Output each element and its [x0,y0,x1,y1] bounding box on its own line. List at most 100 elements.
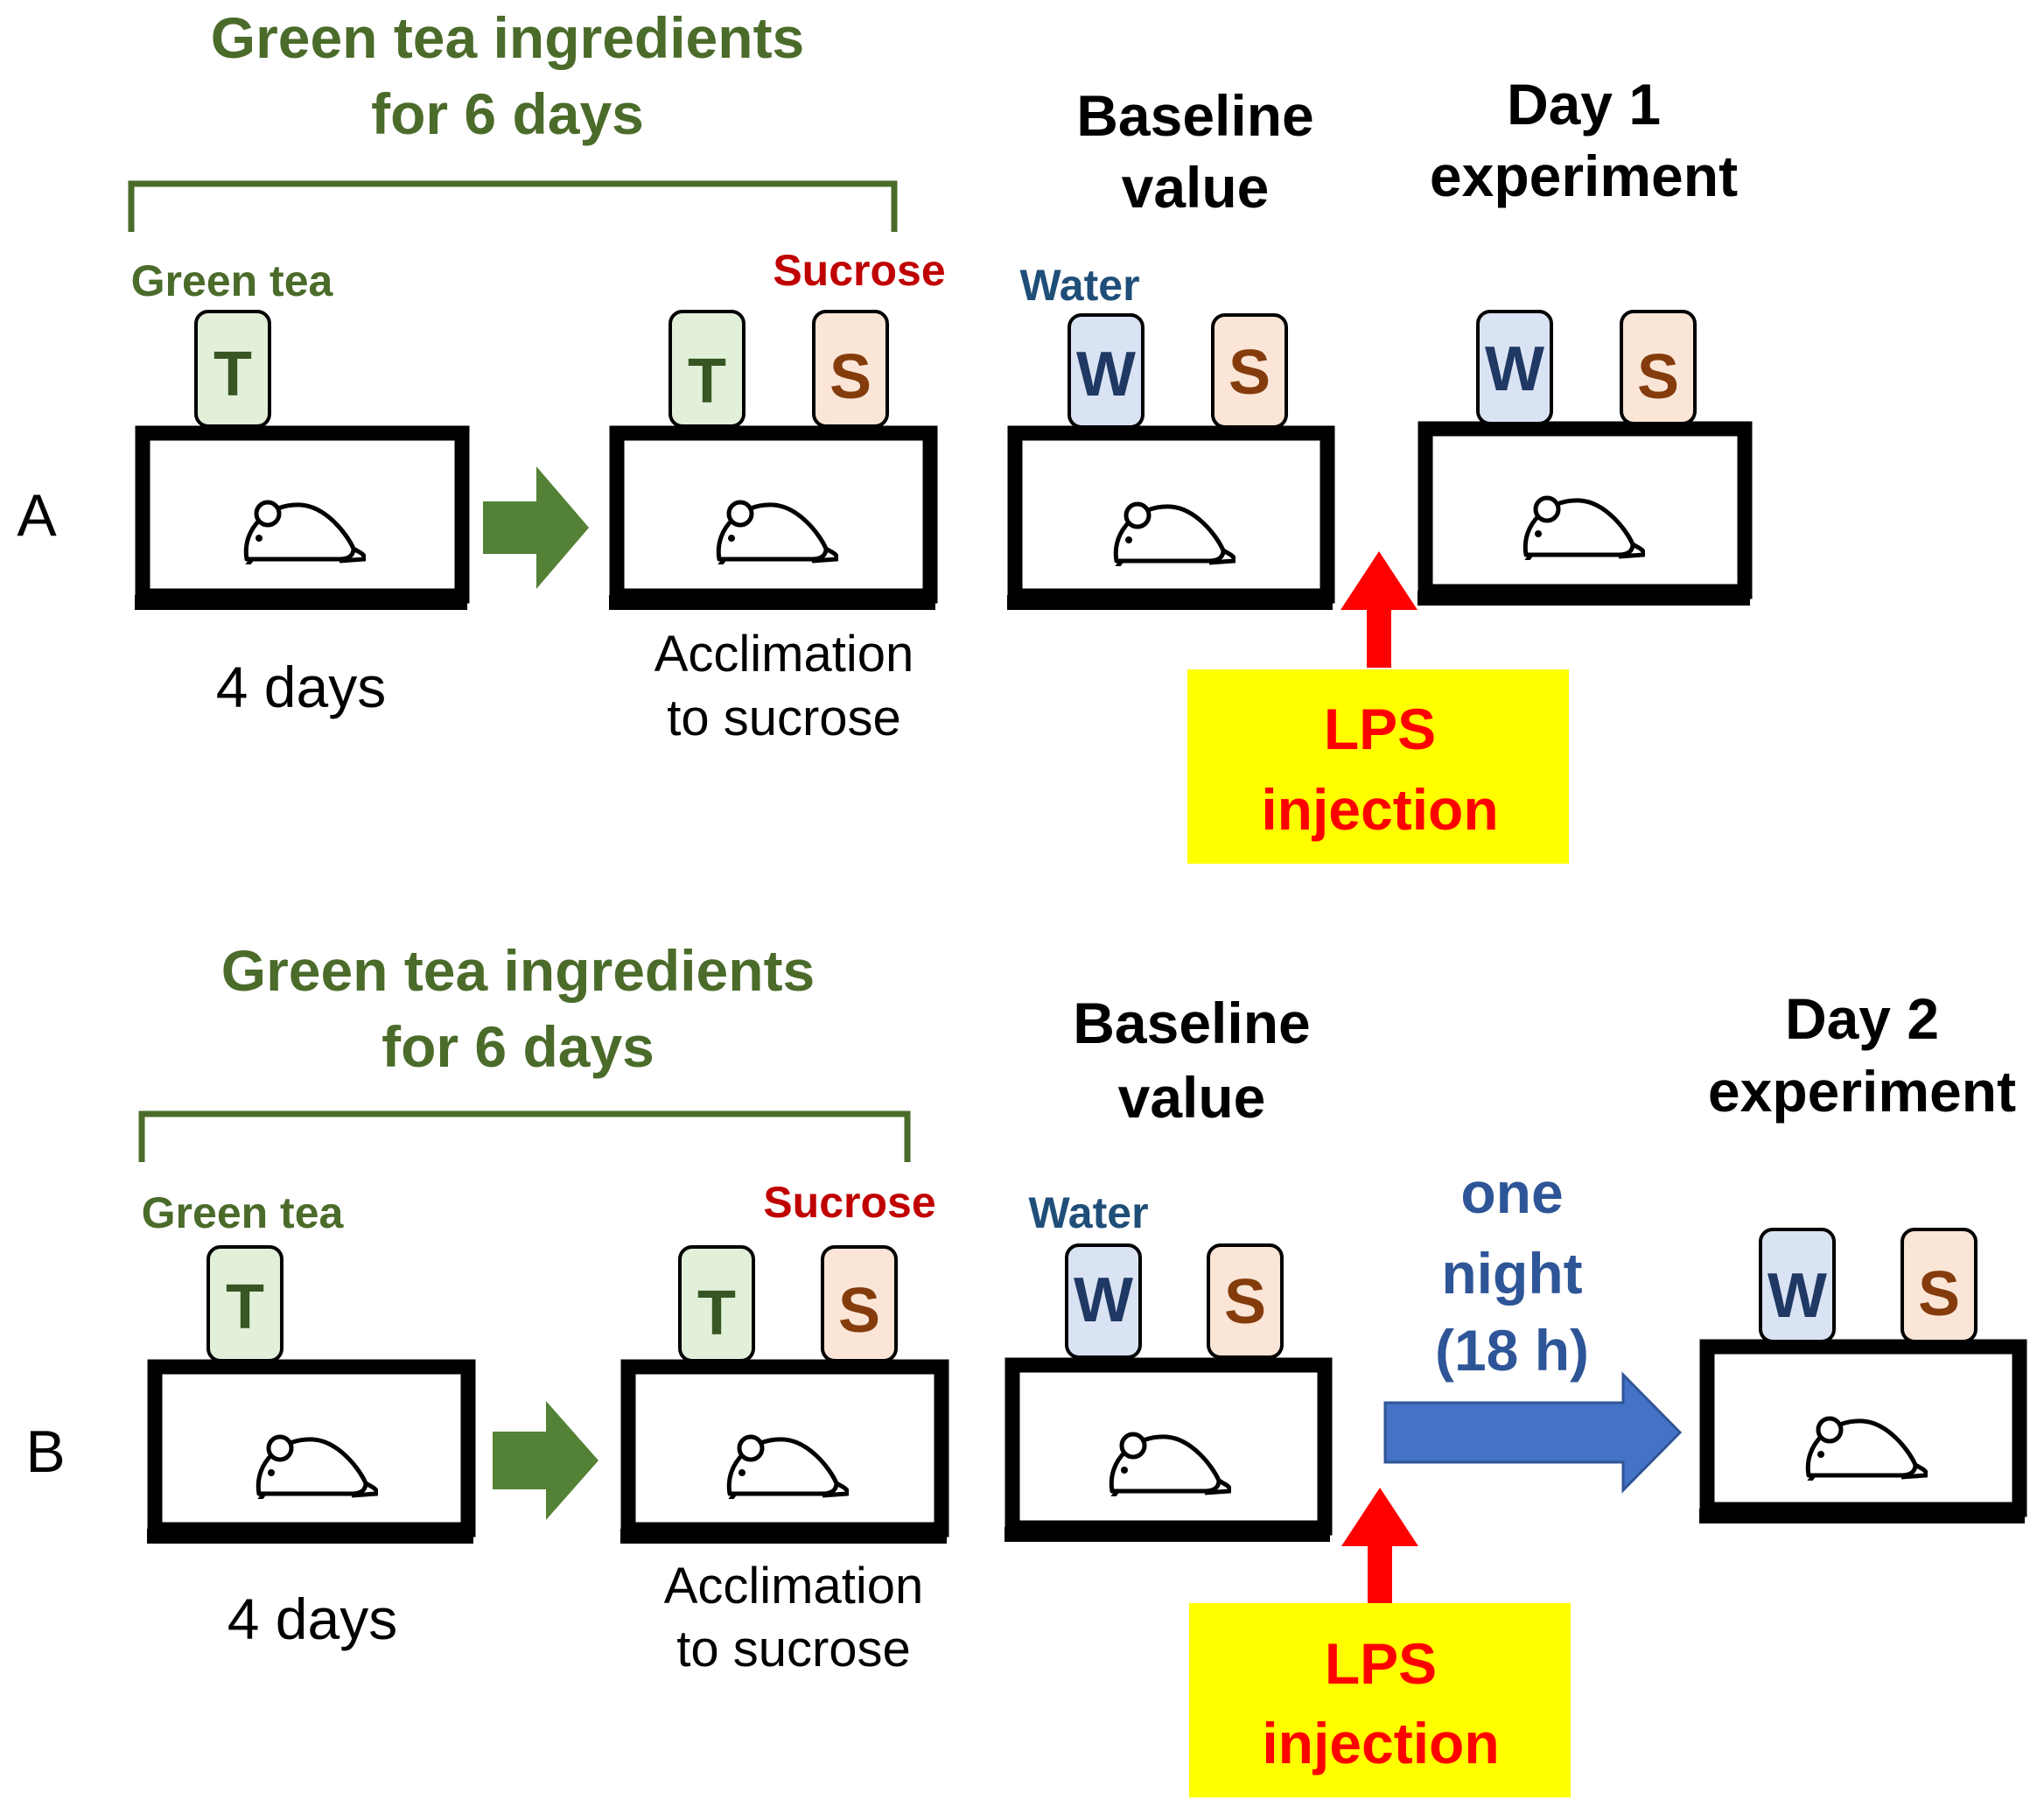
cage-floor [1007,595,1333,610]
tea-bottle [668,310,746,428]
panel-a: A Green tea ingredients for 6 days Green… [17,5,1753,864]
cage-floor [1004,1527,1330,1542]
cage-frame-shadow [455,427,467,610]
cage-frame [147,1359,476,1537]
sucrose-bottle [1207,1243,1284,1359]
lps-line1: LPS [1324,697,1436,761]
cage-frame [1418,421,1753,599]
lps-line2: injection [1262,1711,1499,1775]
cage-baseline: Baseline value Water W S [1004,991,1333,1542]
cage-floor [609,595,935,610]
water-bottle-letter: W [1485,334,1544,404]
cage-frame [609,425,938,604]
interval-line2: night [1441,1241,1582,1306]
tea-bottle-letter: T [226,1272,264,1342]
lps-box [1187,669,1569,864]
tea-bottle [206,1245,284,1362]
sucrose-bottle-letter: S [1918,1259,1960,1329]
cage-frame-shadow [934,1361,947,1544]
baseline-line1: Baseline [1073,991,1310,1055]
tea-bottle-letter: T [688,347,726,417]
sucrose-bottle [1211,313,1288,429]
cage-experiment: Day 1 experiment W S [1418,72,1753,606]
cage-frame-shadow [1738,423,1750,606]
sucrose-label: Sucrose [773,246,945,295]
cage-experiment: Day 2 experiment W S [1699,986,2027,1523]
cage-acclimation: Sucrose T S Acclimation to sucrose [620,1178,949,1677]
lps-box [1189,1603,1571,1797]
green-tea-label: Green tea [131,256,334,305]
green-arrow [483,466,589,589]
bracket-title-line1: Green tea ingredients [211,5,805,70]
duration-label: 4 days [216,655,386,719]
cage-green-tea: Green tea T 4 days [131,256,470,719]
tea-bottle-letter: T [214,340,252,410]
lps-arrow [1340,551,1418,668]
cage-frame-shadow [461,1361,473,1544]
cage-frame [135,425,470,604]
water-bottle-letter: W [1076,340,1136,410]
water-label: Water [1019,261,1139,310]
panel-label: A [17,482,57,549]
interval-line3: (18 h) [1435,1318,1589,1383]
water-bottle-letter: W [1074,1265,1133,1335]
treatment-bracket [128,180,898,232]
sucrose-bottle-letter: S [1228,338,1270,408]
acclimation-line1: Acclimation [654,626,914,683]
sucrose-bottle [821,1245,898,1362]
bracket-title-line2: for 6 days [371,81,644,146]
cage-green-tea: Green tea T 4 days [142,1188,476,1651]
cage-baseline: Baseline value Water W S [1007,83,1335,610]
sucrose-bottle [1900,1228,1978,1343]
bracket-title-line2: for 6 days [382,1014,654,1079]
tea-bottle [678,1245,755,1362]
cage-frame-shadow [923,427,935,610]
cage-frame-shadow [1318,1359,1330,1542]
treatment-bracket [138,1110,911,1162]
cage-acclimation: Sucrose T S Acclimation to sucrose [609,246,946,746]
sucrose-bottle-letter: S [830,342,872,412]
lps-arrow [1341,1488,1418,1603]
water-bottle [1476,310,1553,425]
sucrose-label: Sucrose [763,1178,935,1227]
tea-bottle-letter: T [697,1278,736,1348]
panel-label: B [25,1418,65,1485]
acclimation-line2: to sucrose [676,1621,911,1677]
cage-frame-shadow [2012,1341,2025,1523]
sucrose-bottle-letter: S [838,1276,880,1346]
lps-line1: LPS [1325,1631,1437,1696]
green-arrow [493,1401,598,1520]
cage-floor [135,595,467,610]
acclimation-line1: Acclimation [664,1558,924,1614]
baseline-line2: value [1118,1065,1266,1130]
interval-arrow [1383,1371,1683,1494]
experiment-line2: experiment [1708,1059,2016,1124]
cage-frame [1007,425,1335,604]
cage-floor [1418,591,1750,606]
panel-b: B Green tea ingredients for 6 days Green… [25,938,2027,1797]
bracket-title-line1: Green tea ingredients [221,938,816,1003]
cage-frame [1699,1339,2027,1517]
sucrose-bottle-letter: S [1637,342,1679,412]
experiment-line1: Day 1 [1507,72,1661,137]
sucrose-bottle [812,310,889,428]
sucrose-bottle-letter: S [1224,1267,1266,1337]
cage-floor [620,1529,947,1544]
water-bottle [1759,1228,1836,1343]
cage-floor [1699,1509,2025,1523]
baseline-line2: value [1122,155,1270,220]
acclimation-line2: to sucrose [667,690,901,746]
water-bottle-letter: W [1768,1261,1827,1331]
baseline-line1: Baseline [1076,83,1313,148]
green-tea-label: Green tea [142,1188,345,1237]
interval-line1: one [1460,1160,1563,1225]
cage-floor [147,1529,473,1544]
experiment-line2: experiment [1430,144,1738,208]
cage-frame [1004,1357,1333,1536]
sucrose-bottle [1620,310,1697,425]
cage-frame [620,1359,949,1537]
water-label: Water [1028,1188,1148,1237]
water-bottle [1065,1243,1142,1359]
water-bottle [1068,313,1144,429]
